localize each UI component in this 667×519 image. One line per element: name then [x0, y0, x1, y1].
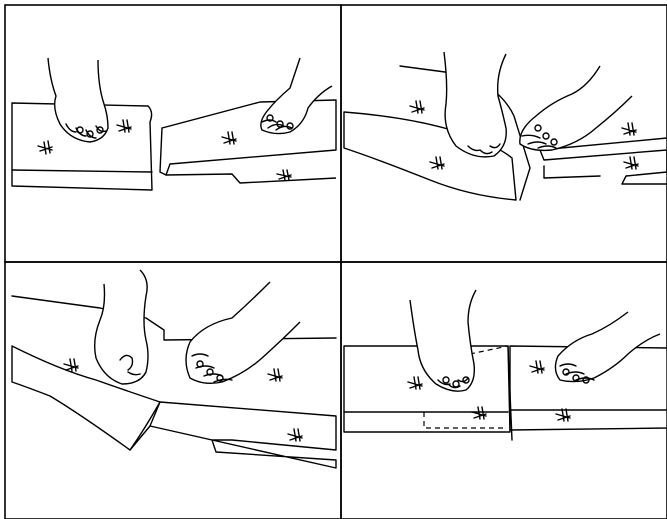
left-hand-icon [47, 57, 109, 143]
fabric-nap-marks [409, 100, 639, 170]
right-hand-icon [554, 311, 661, 384]
panel-3 [11, 269, 337, 469]
panel-1 [11, 57, 337, 191]
panel-grid [4, 4, 667, 519]
fabric-edge-line [129, 425, 151, 451]
left-hand-icon [409, 289, 477, 392]
panel-2 [343, 51, 667, 201]
lower-fabric-piece [149, 401, 337, 469]
fabric-nap-marks [63, 358, 303, 442]
fabric-edge-line [159, 127, 167, 176]
seam-line [507, 345, 513, 441]
fabric-edge-line [11, 169, 153, 173]
left-hand-icon [93, 269, 149, 385]
fabric-edge-line [543, 165, 601, 179]
right-hand-icon [185, 281, 301, 385]
panel-4-frame [340, 261, 667, 519]
right-fabric-piece [539, 137, 667, 185]
panel-4 [343, 289, 667, 441]
fabric-nap-marks [37, 119, 292, 181]
right-fabric-piece [161, 99, 337, 184]
right-hand-icon [260, 57, 333, 135]
folded-fabric-piece [11, 345, 161, 451]
left-hand-icon [443, 51, 507, 158]
folded-fabric-piece [343, 111, 517, 201]
fabric-nap-marks [407, 360, 571, 422]
stitch-line [469, 345, 509, 355]
right-hand-icon [519, 65, 633, 152]
